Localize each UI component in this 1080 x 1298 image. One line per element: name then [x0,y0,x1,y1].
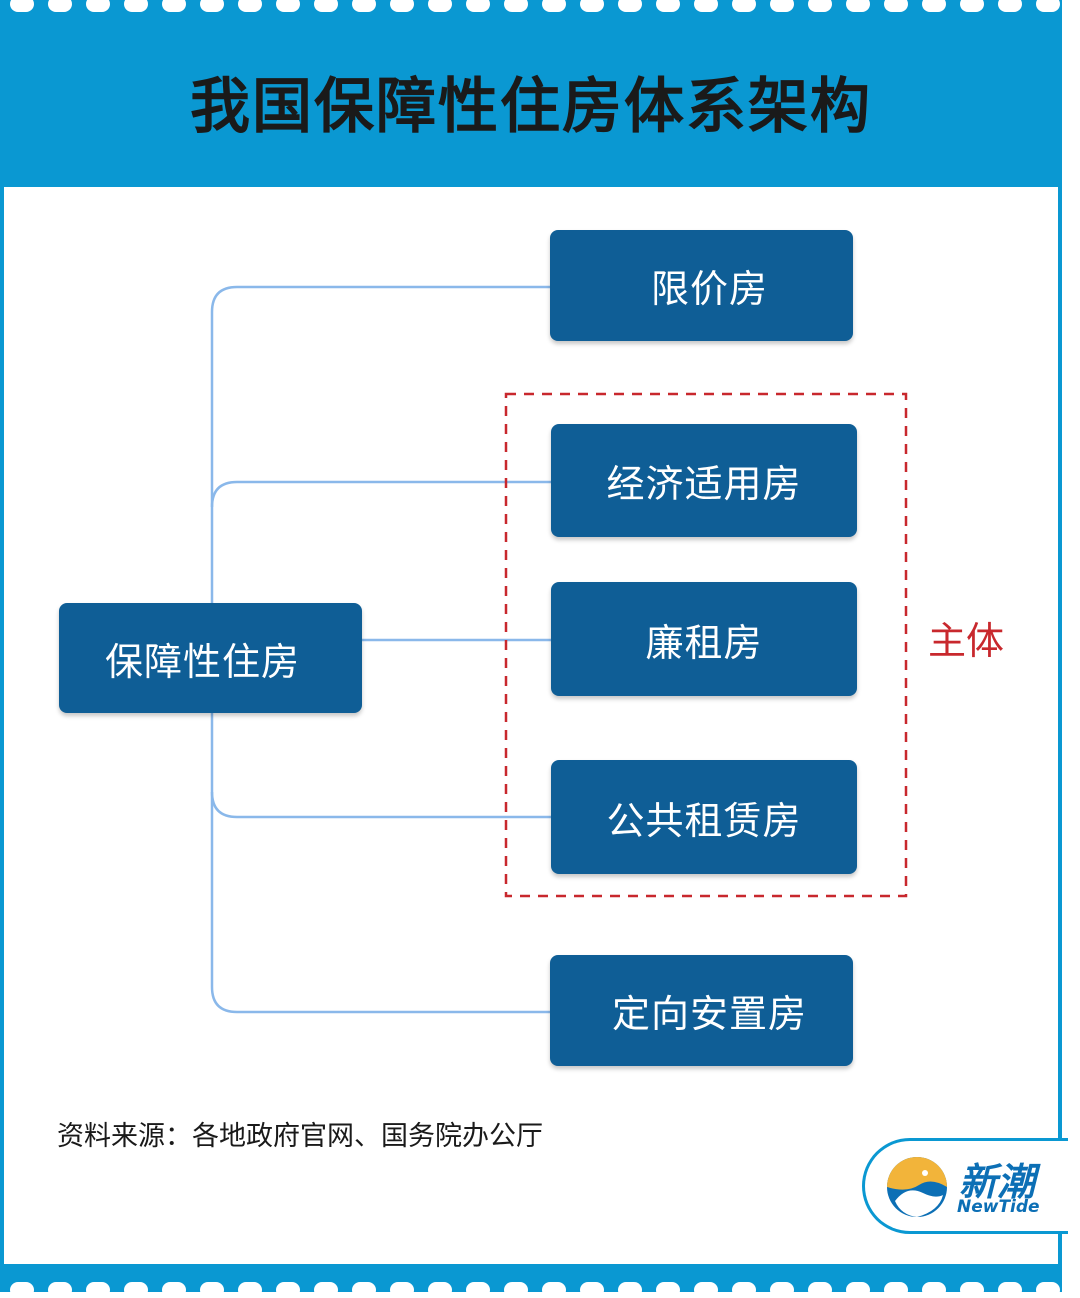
perforation-dot [922,0,946,12]
source-note: 资料来源：各地政府官网、国务院办公厅 [57,1121,543,1152]
perforation-dot [694,0,718,12]
brand-badge: 新潮 NewTide [862,1138,1068,1234]
perforation-dot [656,0,680,12]
perforation-dot [86,0,110,12]
branch-node-2: 经济适用房 [551,424,857,537]
brand-name-cn: 新潮 [959,1160,1036,1204]
perforation-dot [124,0,148,12]
root-node: 保障性住房 [59,603,362,713]
main-group-label: 主体 [928,619,1005,663]
branch-line-4 [210,791,551,819]
perforation-dot [542,0,566,12]
branch-node-1: 限价房 [550,230,853,341]
perforation-dot [846,0,870,12]
perforation-dot [1036,0,1060,12]
perforation-dot [276,0,300,12]
brand-name-en: NewTide [957,1197,1040,1217]
perforation-dot [466,0,490,12]
perforation-dot [770,0,794,12]
perforation-dot [390,0,414,12]
page-title: 我国保障性住房体系架构 [190,72,872,142]
perforation-dot [48,0,72,12]
perforation-dot [884,0,908,12]
perforation-dot [238,0,262,12]
branch-node-3: 廉租房 [551,582,857,696]
perforation-dot [314,0,338,12]
perforation-dot [808,0,832,12]
perforation-dot [960,0,984,12]
branch-node-5: 定向安置房 [550,955,853,1066]
perforation-dot [428,0,452,12]
perforation-dot [352,0,376,12]
branch-line-2 [210,480,551,508]
perforation-dot [580,0,604,12]
top-perforation [0,0,1062,12]
branch-node-4: 公共租赁房 [551,760,857,874]
perforation-dot [10,0,34,12]
main-group-box [504,392,908,898]
perforation-dot [200,0,224,12]
content-panel [4,187,1058,1264]
perforation-dot [732,0,756,12]
perforation-dot [504,0,528,12]
wave-logo-icon [887,1157,947,1217]
perforation-dot [162,0,186,12]
perforation-dot [998,0,1022,12]
perforation-dot [618,0,642,12]
